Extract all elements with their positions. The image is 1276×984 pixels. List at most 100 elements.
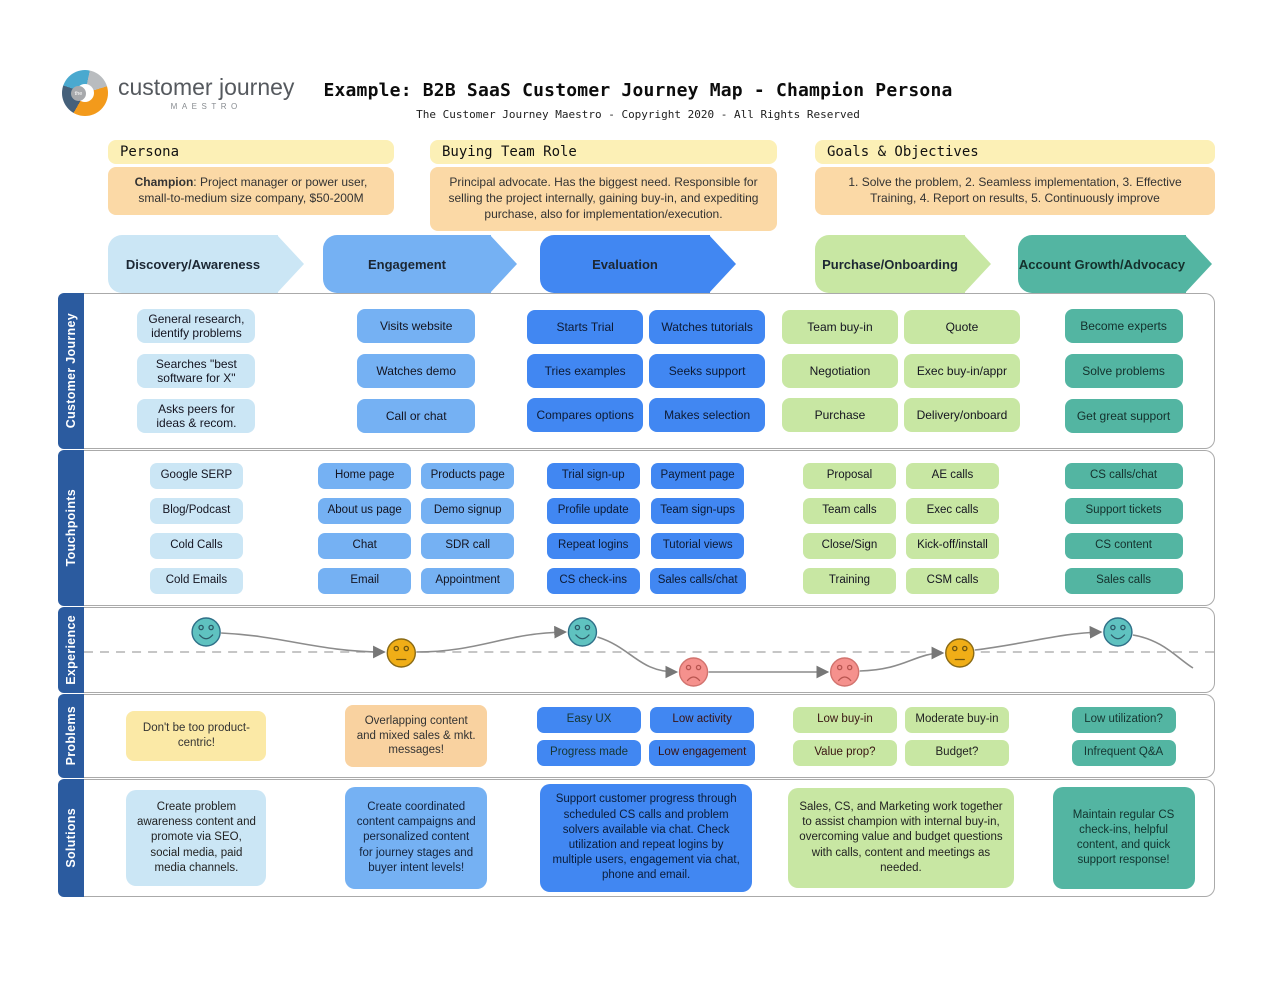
goals-objectives-box: Goals & Objectives 1. Solve the problem,… [815, 140, 1215, 215]
touchpoint-chip: Profile update [546, 497, 640, 524]
experience-face-1-happy [191, 617, 221, 647]
stage-arrow-label: Discovery/Awareness [125, 256, 261, 272]
journey-chip: Makes selection [649, 398, 766, 432]
stage-arrow-label: Purchase/Onboarding [822, 256, 958, 272]
touchpoint-chip: Products page [421, 462, 515, 489]
experience-connector [859, 646, 945, 672]
touchpoints-cell-evaluation: Trial sign-up Payment page Profile updat… [546, 462, 746, 594]
experience-face-4-sad [678, 657, 709, 687]
journey-chip: Solve problems [1064, 354, 1183, 388]
journey-cell-account-growth: Become experts Solve problems Get great … [1064, 309, 1183, 433]
journey-map-grid: Customer Journey General research, ident… [58, 293, 1215, 898]
journey-chip: Seeks support [649, 354, 766, 388]
experience-face-2-neutral [386, 638, 416, 668]
stage-arrow-discovery-awareness: Discovery/Awareness [108, 235, 304, 293]
brand-subname: MAESTRO [170, 101, 242, 111]
problem-chip: Easy UX [537, 706, 642, 733]
experience-curve-canvas [84, 617, 1214, 687]
row-label-solutions: Solutions [58, 779, 84, 897]
solution-box-evaluation: Support customer progress through schedu… [540, 784, 753, 892]
touchpoint-chip: CS calls/chat [1064, 462, 1183, 489]
stage-arrow-engagement: Engagement [323, 235, 517, 293]
page-subtitle: The Customer Journey Maestro - Copyright… [416, 108, 860, 121]
journey-chip: Watches demo [357, 354, 476, 388]
touchpoint-chip: Team calls [802, 497, 896, 524]
touchpoint-chip: SDR call [421, 532, 515, 559]
row-label-experience: Experience [58, 607, 84, 693]
problem-chip: Progress made [537, 739, 642, 766]
journey-chip: Searches "best software for X" [137, 354, 256, 388]
touchpoint-chip: Google SERP [149, 462, 243, 489]
journey-chip: Become experts [1064, 309, 1183, 343]
touchpoint-chip: Repeat logins [546, 532, 640, 559]
stage-arrow-label: Engagement [367, 256, 446, 272]
row-label-customer-journey: Customer Journey [58, 293, 84, 449]
experience-connector [416, 625, 568, 653]
experience-face-7-happy [1103, 617, 1133, 647]
buying-team-role-body: Principal advocate. Has the biggest need… [430, 167, 777, 231]
problem-chip: Low utilization? [1071, 706, 1176, 733]
row-solutions: Solutions Create problem awareness conte… [58, 779, 1215, 897]
journey-cell-purchase: Team buy-in Quote Negotiation Exec buy-i… [781, 310, 1020, 432]
journey-chip: Get great support [1064, 399, 1183, 433]
journey-chip: Asks peers for ideas & recom. [137, 399, 256, 433]
touchpoint-chip: CSM calls [905, 567, 999, 594]
experience-face-6-neutral [945, 638, 975, 668]
touchpoint-chip: Tutorial views [651, 532, 745, 559]
problem-chip: Moderate buy-in [904, 706, 1009, 733]
problem-chip: Low activity [650, 706, 755, 733]
journey-cell-engagement: Visits website Watches demo Call or chat [357, 309, 476, 433]
experience-connector [221, 632, 386, 659]
persona-box-title: Persona [108, 140, 394, 164]
brand-logo: the customer journey MAESTRO [62, 70, 294, 116]
problems-cell-engagement: Overlapping content and mixed sales & mk… [345, 705, 488, 767]
experience-face-3-happy [567, 617, 598, 647]
touchpoint-chip: Cold Emails [149, 567, 243, 594]
journey-chip: Purchase [781, 398, 898, 432]
touchpoint-chip: Blog/Podcast [149, 497, 243, 524]
touchpoint-chip: Demo signup [421, 497, 515, 524]
row-label-touchpoints: Touchpoints [58, 450, 84, 606]
touchpoint-chip: Team sign-ups [651, 497, 745, 524]
touchpoint-chip: Sales calls [1064, 567, 1183, 594]
touchpoint-chip: Chat [318, 532, 412, 559]
problem-chip: Value prop? [792, 739, 897, 766]
touchpoint-chip: Sales calls/chat [649, 567, 746, 594]
row-touchpoints: Touchpoints Google SERP Blog/Podcast Col… [58, 450, 1215, 606]
stage-arrow-purchase-onboarding: Purchase/Onboarding [815, 235, 991, 293]
row-problems: Problems Don't be too product-centric! O… [58, 694, 1215, 778]
touchpoint-chip: Proposal [802, 462, 896, 489]
brand-name: customer journey [118, 73, 295, 100]
buying-team-role-box: Buying Team Role Principal advocate. Has… [430, 140, 777, 231]
touchpoint-chip: Training [802, 567, 896, 594]
stage-arrow-label: Account Growth/Advocacy [1018, 256, 1186, 272]
stage-arrow-label: Evaluation [592, 256, 658, 272]
touchpoint-chip: Appointment [421, 567, 515, 594]
row-customer-journey: Customer Journey General research, ident… [58, 293, 1215, 449]
brand-logo-icon: the [62, 70, 108, 116]
problems-cell-account-growth: Low utilization? Infrequent Q&A [1071, 706, 1176, 766]
touchpoint-chip: Exec calls [905, 497, 999, 524]
journey-chip: Visits website [357, 309, 476, 343]
journey-chip: Delivery/onboard [903, 398, 1020, 432]
journey-chip: Call or chat [357, 399, 476, 433]
touchpoint-chip: CS content [1064, 532, 1183, 559]
touchpoint-chip: Close/Sign [802, 532, 896, 559]
stage-arrow-evaluation: Evaluation [540, 235, 736, 293]
touchpoints-cell-discovery: Google SERP Blog/Podcast Cold Calls Cold… [149, 462, 243, 594]
solution-box-discovery: Create problem awareness content and pro… [126, 790, 267, 886]
persona-box-body: Champion: Project manager or power user,… [108, 167, 394, 215]
problem-chip: Low buy-in [792, 706, 897, 733]
problem-chip: Infrequent Q&A [1071, 739, 1176, 766]
solution-box-account-growth: Maintain regular CS check-ins, helpful c… [1052, 787, 1195, 889]
persona-text: : Project manager or power user, small-t… [138, 175, 368, 205]
touchpoint-chip: Payment page [651, 462, 745, 489]
goals-objectives-body: 1. Solve the problem, 2. Seamless implem… [815, 167, 1215, 215]
solution-box-purchase: Sales, CS, and Marketing work together t… [787, 788, 1014, 888]
touchpoint-chip: Email [318, 567, 412, 594]
problem-note: Overlapping content and mixed sales & mk… [345, 705, 488, 767]
touchpoints-cell-purchase: Proposal AE calls Team calls Exec calls … [802, 462, 999, 594]
journey-chip: Quote [903, 310, 1020, 344]
journey-cell-evaluation: Starts Trial Watches tutorials Tries exa… [527, 310, 766, 432]
journey-chip: Starts Trial [527, 310, 644, 344]
